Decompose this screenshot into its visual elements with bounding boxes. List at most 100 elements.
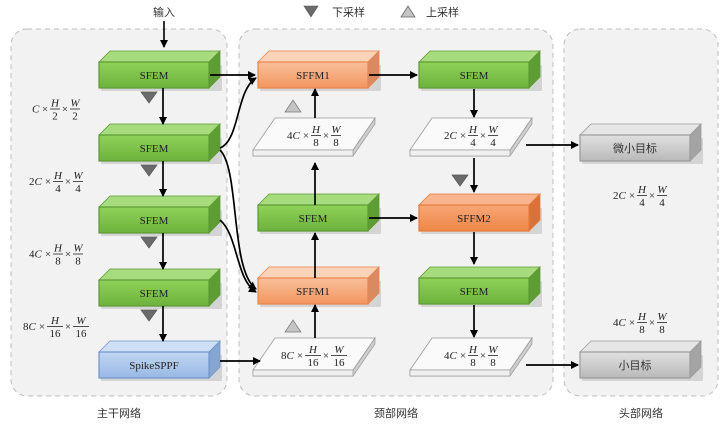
backbone-block-1: SFEM bbox=[98, 50, 222, 91]
neck-sfem-top-front-face bbox=[418, 61, 530, 89]
legend-upsample-label: 上采样 bbox=[426, 5, 459, 19]
input-label: 输入 bbox=[153, 5, 175, 19]
height-fraction: H8 bbox=[53, 243, 63, 268]
neck-plate-top-left bbox=[252, 116, 376, 157]
neck-sffm1-top-label: SFFM1 bbox=[296, 70, 330, 82]
times-symbol: × bbox=[629, 317, 635, 329]
backbone-block-2-front-face bbox=[98, 134, 210, 162]
width-fraction-numerator: W bbox=[488, 344, 498, 356]
times-symbol: × bbox=[629, 190, 635, 202]
neck-plate-top-right bbox=[409, 116, 533, 157]
width-fraction-denominator: 8 bbox=[659, 324, 665, 336]
head-tiny-target-top-face bbox=[579, 123, 702, 136]
times-symbol: × bbox=[303, 130, 309, 142]
channel-multiplier: 4C bbox=[29, 249, 43, 261]
backbone-dim-3: 4C×H8×W8 bbox=[29, 243, 83, 268]
width-fraction-denominator: 2 bbox=[72, 111, 78, 123]
arrow-bb2-to-sffm1-top bbox=[219, 77, 257, 149]
height-fraction-denominator: 8 bbox=[55, 256, 61, 268]
neck-sfem-top: SFEM bbox=[418, 50, 542, 91]
downsample-triangle-icon bbox=[140, 91, 158, 104]
width-fraction-numerator: W bbox=[331, 124, 341, 136]
times-symbol: × bbox=[65, 249, 71, 261]
neck-sfem-mid: SFEM bbox=[257, 193, 381, 234]
head-label: 头部网络 bbox=[619, 406, 663, 420]
neck-sffm2-mid-label: SFFM2 bbox=[457, 213, 491, 225]
width-fraction: W8 bbox=[657, 311, 667, 336]
width-fraction-numerator: W bbox=[70, 98, 80, 110]
backbone-block-3-top-face bbox=[98, 195, 221, 208]
head-panel bbox=[563, 28, 719, 397]
times-symbol: × bbox=[649, 190, 655, 202]
neck-plate-top-left-dims: 4C×H8×W8 bbox=[287, 124, 341, 149]
width-fraction: W16 bbox=[331, 344, 347, 369]
neck-sfem-bottom-label: SFEM bbox=[460, 286, 489, 298]
neck-sffm1-bottom-top-face bbox=[257, 266, 380, 279]
neck-sffm1-top: SFFM1 bbox=[257, 50, 381, 91]
width-fraction: W4 bbox=[488, 124, 498, 149]
width-fraction-denominator: 8 bbox=[333, 137, 339, 149]
width-fraction: W8 bbox=[331, 124, 341, 149]
width-fraction-numerator: W bbox=[334, 344, 344, 356]
head-small-target-front-face bbox=[579, 351, 691, 379]
arrow-bb3-to-sffm1-bottom bbox=[219, 219, 257, 293]
width-fraction: W16 bbox=[73, 315, 89, 340]
backbone-block-5-top-face bbox=[98, 340, 221, 353]
backbone-block-3-front-face bbox=[98, 206, 210, 234]
upsample-triangle-icon bbox=[284, 99, 302, 113]
channel-multiplier: 4C bbox=[287, 130, 301, 142]
backbone-block-5-label: SpikeSPPF bbox=[129, 360, 179, 372]
height-fraction-numerator: H bbox=[637, 311, 647, 323]
neck-sfem-mid-label: SFEM bbox=[299, 213, 328, 225]
neck-plate-top-right-dims: 2C×H4×W4 bbox=[444, 124, 498, 149]
times-symbol: × bbox=[480, 350, 486, 362]
backbone-block-2-label: SFEM bbox=[140, 143, 169, 155]
width-fraction: W4 bbox=[657, 184, 667, 209]
neck-plate-bottom-right-dims: 4C×H8×W8 bbox=[444, 344, 498, 369]
times-symbol: × bbox=[42, 104, 48, 116]
height-fraction-numerator: H bbox=[50, 98, 60, 110]
height-fraction-denominator: 8 bbox=[639, 324, 645, 336]
width-fraction-numerator: W bbox=[73, 170, 83, 182]
backbone-block-3: SFEM bbox=[98, 195, 222, 236]
backbone-block-1-label: SFEM bbox=[140, 70, 169, 82]
backbone-block-5-front-face bbox=[98, 351, 210, 379]
neck-sfem-bottom-top-face bbox=[418, 266, 541, 279]
height-fraction-numerator: H bbox=[53, 170, 63, 182]
height-fraction-numerator: H bbox=[468, 344, 478, 356]
width-fraction-denominator: 4 bbox=[659, 197, 665, 209]
width-fraction-denominator: 8 bbox=[75, 256, 81, 268]
neck-plate-bottom-left bbox=[252, 336, 376, 377]
times-symbol: × bbox=[460, 350, 466, 362]
times-symbol: × bbox=[323, 350, 329, 362]
times-symbol: × bbox=[649, 317, 655, 329]
up-triangle-icon bbox=[400, 5, 416, 18]
channel-multiplier: 8C bbox=[23, 321, 37, 333]
height-fraction-numerator: H bbox=[311, 124, 321, 136]
times-symbol: × bbox=[65, 321, 71, 333]
backbone-dim-4: 8C×H16×W16 bbox=[23, 315, 89, 340]
height-fraction-denominator: 16 bbox=[50, 328, 62, 340]
neck-sffm2-mid-top-face bbox=[418, 193, 541, 206]
height-fraction-denominator: 16 bbox=[308, 357, 320, 369]
width-fraction-numerator: W bbox=[657, 184, 667, 196]
backbone-label: 主干网络 bbox=[97, 406, 141, 420]
downsample-triangle-icon bbox=[140, 309, 158, 322]
width-fraction: W8 bbox=[488, 344, 498, 369]
times-symbol: × bbox=[65, 176, 71, 188]
backbone-block-4: SFEM bbox=[98, 268, 222, 309]
height-fraction-denominator: 4 bbox=[470, 137, 476, 149]
neck-sffm2-mid-front-face bbox=[418, 204, 530, 232]
backbone-block-4-front-face bbox=[98, 279, 210, 307]
backbone-block-5: SpikeSPPF bbox=[98, 340, 222, 381]
channel-multiplier: 2C bbox=[613, 190, 627, 202]
times-symbol: × bbox=[39, 321, 45, 333]
head-tiny-target-front-face bbox=[579, 134, 691, 162]
height-fraction: H4 bbox=[637, 184, 647, 209]
height-fraction: H2 bbox=[50, 98, 60, 123]
height-fraction-numerator: H bbox=[468, 124, 478, 136]
height-fraction-numerator: H bbox=[50, 315, 60, 327]
backbone-block-2-top-face bbox=[98, 123, 221, 136]
upsample-triangle-icon bbox=[284, 319, 302, 333]
